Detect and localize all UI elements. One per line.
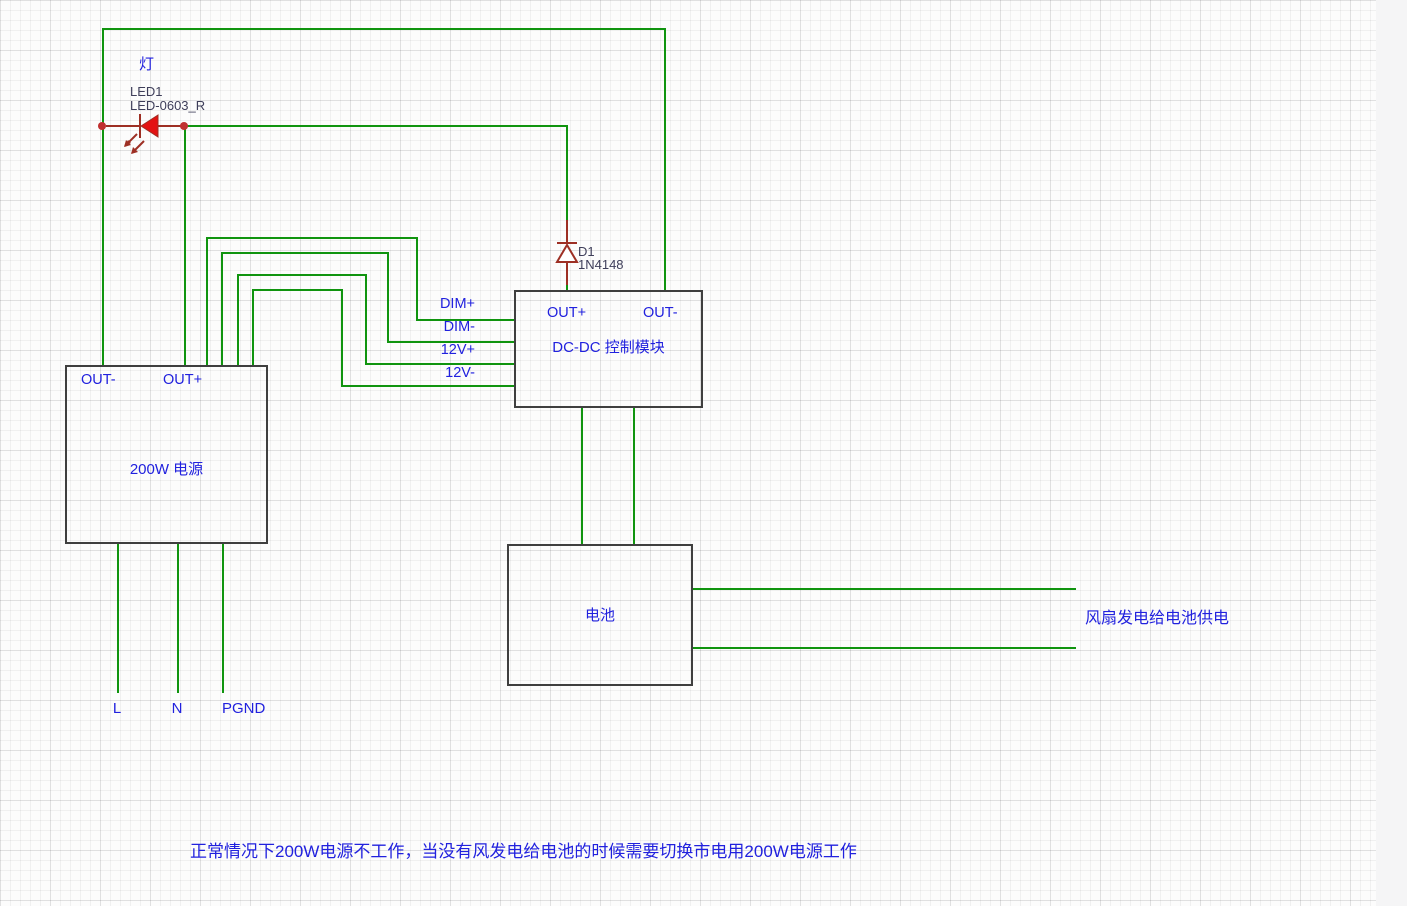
wire-battery-right-2[interactable] (693, 647, 1076, 649)
diode-designator[interactable]: D1 (578, 244, 595, 259)
pin-label-dim-plus: DIM+ (439, 296, 475, 312)
diode-symbol[interactable] (550, 215, 590, 290)
pin-label-dim-minus: DIM- (443, 319, 475, 335)
junction-dot (180, 122, 188, 130)
pin-label-pgnd: PGND (222, 700, 266, 717)
wire-12v-minus-a[interactable] (252, 289, 254, 366)
pin-label-l: L (112, 700, 122, 717)
wire-12v-plus-a[interactable] (237, 274, 239, 366)
wire-12v-plus-b[interactable] (237, 274, 367, 276)
power-supply-box[interactable]: OUT- OUT+ 200W 电源 (65, 365, 268, 544)
battery-title: 电池 (584, 607, 615, 624)
wire-outplus-vertical[interactable] (184, 125, 186, 366)
dcdc-out-plus-pin-label: OUT+ (547, 305, 587, 321)
dcdc-module-box[interactable]: OUT+ OUT- DC-DC 控制模块 (514, 290, 703, 408)
wire-dim-minus-c[interactable] (387, 252, 389, 343)
wire-dim-plus-b[interactable] (206, 237, 418, 239)
dcdc-out-minus-pin-label: OUT- (643, 305, 678, 321)
led-net-label[interactable]: 灯 (139, 56, 155, 73)
wire-pin-pgnd[interactable] (222, 544, 224, 693)
wire-dim-minus-a[interactable] (221, 252, 223, 366)
diode-part-number[interactable]: 1N4148 (578, 257, 624, 272)
wire-dcdc-battery-1[interactable] (581, 408, 583, 544)
power-out-plus-pin-label: OUT+ (163, 372, 203, 388)
wire-diode-top[interactable] (566, 125, 568, 222)
wire-dim-plus-d[interactable] (416, 319, 515, 321)
wire-led-horizontal[interactable] (184, 125, 568, 127)
wire-dcdc-outminus-vertical[interactable] (664, 28, 666, 291)
wire-battery-right-1[interactable] (693, 588, 1076, 590)
wire-12v-minus-c[interactable] (341, 289, 343, 387)
led-symbol[interactable] (95, 105, 195, 160)
wire-diode-bottom[interactable] (566, 283, 568, 291)
wire-12v-minus-d[interactable] (341, 385, 515, 387)
wire-12v-plus-c[interactable] (365, 274, 367, 365)
dcdc-module-title: DC-DC 控制模块 (552, 339, 665, 356)
junction-dot (98, 122, 106, 130)
battery-wire-note[interactable]: 风扇发电给电池供电 (1085, 610, 1230, 627)
power-out-minus-pin-label: OUT- (81, 372, 116, 388)
bottom-note[interactable]: 正常情况下200W电源不工作，当没有风发电给电池的时候需要切换市电用200W电源… (190, 842, 857, 861)
wire-dim-minus-b[interactable] (221, 252, 389, 254)
led-footprint-label[interactable]: LED-0603_R (130, 98, 206, 113)
wire-pin-n[interactable] (177, 544, 179, 693)
wire-12v-minus-b[interactable] (252, 289, 343, 291)
led-designator[interactable]: LED1 (130, 84, 163, 99)
wire-dim-minus-d[interactable] (387, 341, 515, 343)
pin-label-n: N (171, 700, 183, 717)
wire-dcdc-battery-2[interactable] (633, 408, 635, 544)
wire-top-horizontal[interactable] (102, 28, 666, 30)
led-triangle-icon (140, 114, 159, 138)
power-supply-title: 200W 电源 (129, 461, 204, 478)
canvas-right-margin (1376, 0, 1407, 906)
wire-pin-l[interactable] (117, 544, 119, 693)
battery-box[interactable]: 电池 (507, 544, 693, 686)
diode-triangle-icon (555, 243, 579, 263)
wire-dim-plus-a[interactable] (206, 237, 208, 366)
wire-dim-plus-c[interactable] (416, 237, 418, 321)
pin-label-12v-plus: 12V+ (440, 342, 475, 358)
wire-12v-plus-d[interactable] (365, 363, 515, 365)
pin-label-12v-minus: 12V- (445, 365, 475, 381)
wire-outminus-vertical[interactable] (102, 28, 104, 366)
